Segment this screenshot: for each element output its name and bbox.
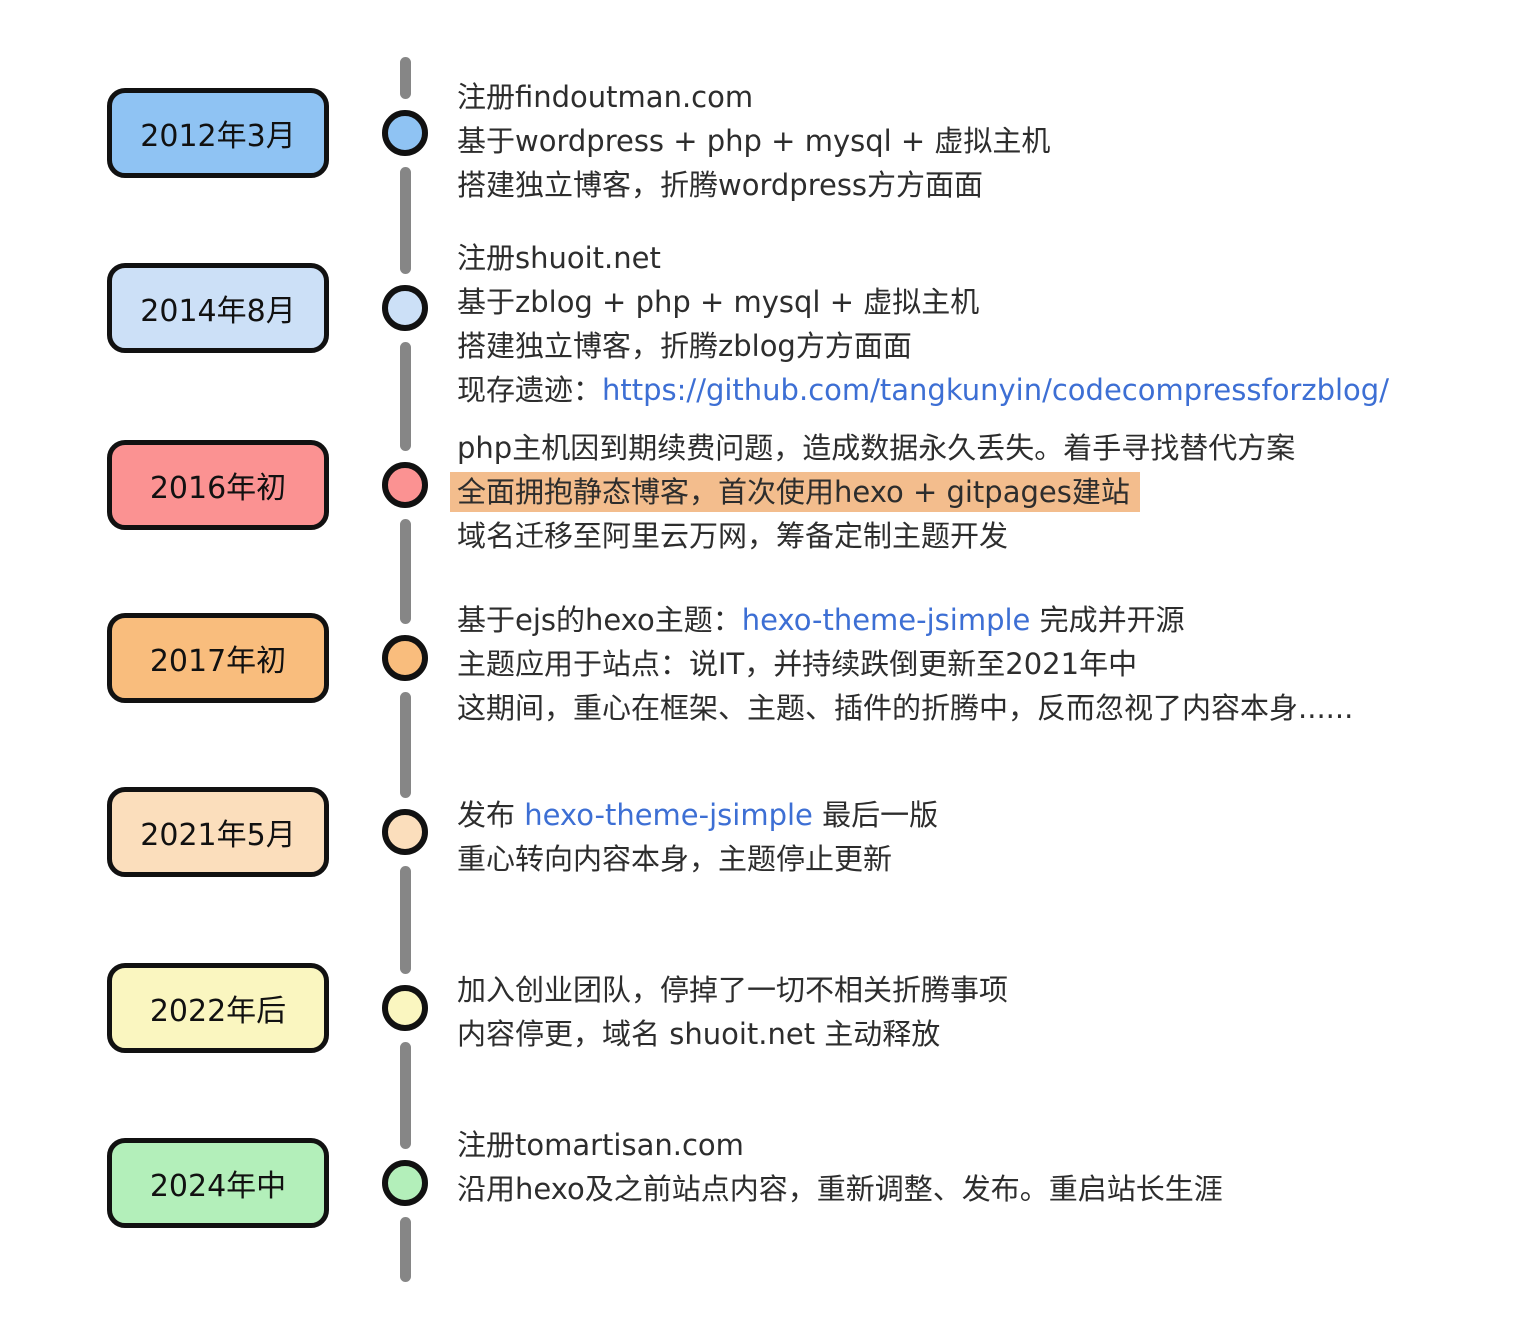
- event-text-line: 加入创业团队，停掉了一切不相关折腾事项: [457, 973, 1009, 1007]
- timeline-line-segment: [400, 1042, 411, 1149]
- date-box-2016: 2016年初: [107, 440, 329, 530]
- timeline-line-segment: [400, 342, 411, 451]
- event-text-line: php主机因到期续费问题，造成数据永久丢失。着手寻找替代方案: [457, 431, 1296, 465]
- event-2024-text: 注册tomartisan.com 沿用hexo及之前站点内容，重新调整、发布。重…: [457, 1123, 1223, 1211]
- timeline-node-2021: [382, 809, 428, 855]
- highlight-hexo-gitpages: 全面拥抱静态博客，首次使用hexo + gitpages建站: [450, 472, 1140, 512]
- relic-label: 现存遗迹：: [457, 373, 603, 407]
- timeline-line-segment: [400, 1217, 411, 1282]
- event-text-line: 注册tomartisan.com: [457, 1128, 744, 1162]
- timeline-line-segment: [400, 57, 411, 99]
- hexo-theme-jsimple-link[interactable]: hexo-theme-jsimple: [741, 603, 1031, 637]
- date-box-2022: 2022年后: [107, 963, 329, 1053]
- timeline-line-segment: [400, 866, 411, 974]
- timeline-node-2024: [382, 1160, 428, 1206]
- timeline-node-2016: [382, 462, 428, 508]
- event-text-line: 发布 hexo-theme-jsimple 最后一版: [457, 793, 938, 837]
- event-text-line: 基于wordpress + php + mysql + 虚拟主机: [457, 124, 1051, 158]
- event-2016-text: php主机因到期续费问题，造成数据永久丢失。着手寻找替代方案 全面拥抱静态博客，…: [450, 426, 1296, 558]
- theme-intro-suffix: 完成并开源: [1030, 603, 1185, 637]
- timeline-node-2017: [382, 635, 428, 681]
- date-box-2014: 2014年8月: [107, 263, 329, 353]
- timeline-line-segment: [400, 519, 411, 624]
- timeline-node-2022: [382, 985, 428, 1031]
- timeline-line-segment: [400, 692, 411, 798]
- event-2022-text: 加入创业团队，停掉了一切不相关折腾事项 内容停更，域名 shuoit.net 主…: [457, 968, 1008, 1056]
- timeline-node-2014: [382, 285, 428, 331]
- date-box-2017: 2017年初: [107, 613, 329, 703]
- date-box-2024: 2024年中: [107, 1138, 329, 1228]
- timeline-node-2012: [382, 110, 428, 156]
- release-suffix: 最后一版: [812, 798, 939, 832]
- zblog-repo-link[interactable]: https://github.com/tangkunyin/codecompre…: [602, 373, 1389, 407]
- event-text-line: 沿用hexo及之前站点内容，重新调整、发布。重启站长生涯: [457, 1172, 1223, 1206]
- event-text-line: 注册findoutman.com: [457, 80, 754, 114]
- event-text-line: 基于zblog + php + mysql + 虚拟主机: [457, 285, 980, 319]
- event-text-line: 现存遗迹：https://github.com/tangkunyin/codec…: [457, 368, 1389, 412]
- event-text-line: 域名迁移至阿里云万网，筹备定制主题开发: [457, 519, 1009, 553]
- date-box-2012: 2012年3月: [107, 88, 329, 178]
- event-text-line: 全面拥抱静态博客，首次使用hexo + gitpages建站: [450, 470, 1295, 514]
- event-text-line: 主题应用于站点：说IT，并持续跌倒更新至2021年中: [457, 647, 1138, 681]
- event-text-line: 搭建独立博客，折腾zblog方方面面: [457, 329, 912, 363]
- event-text-line: 搭建独立博客，折腾wordpress方方面面: [457, 168, 984, 202]
- event-text-line: 这期间，重心在框架、主题、插件的折腾中，反而忽视了内容本身......: [457, 691, 1354, 725]
- event-2021-text: 发布 hexo-theme-jsimple 最后一版 重心转向内容本身，主题停止…: [457, 793, 938, 881]
- event-2012-text: 注册findoutman.com 基于wordpress + php + mys…: [457, 75, 1050, 207]
- event-2017-text: 基于ejs的hexo主题：hexo-theme-jsimple 完成并开源 主题…: [457, 598, 1353, 730]
- event-text-line: 注册shuoit.net: [457, 241, 661, 275]
- date-box-2021: 2021年5月: [107, 787, 329, 877]
- event-text-line: 基于ejs的hexo主题：hexo-theme-jsimple 完成并开源: [457, 598, 1353, 642]
- event-text-line: 重心转向内容本身，主题停止更新: [457, 842, 893, 876]
- event-text-line: 内容停更，域名 shuoit.net 主动释放: [457, 1017, 941, 1051]
- timeline-line-segment: [400, 167, 411, 274]
- hexo-theme-jsimple-final-link[interactable]: hexo-theme-jsimple: [524, 798, 813, 832]
- release-label: 发布: [457, 798, 525, 832]
- theme-intro-label: 基于ejs的hexo主题：: [457, 603, 742, 637]
- event-2014-text: 注册shuoit.net 基于zblog + php + mysql + 虚拟主…: [457, 236, 1389, 412]
